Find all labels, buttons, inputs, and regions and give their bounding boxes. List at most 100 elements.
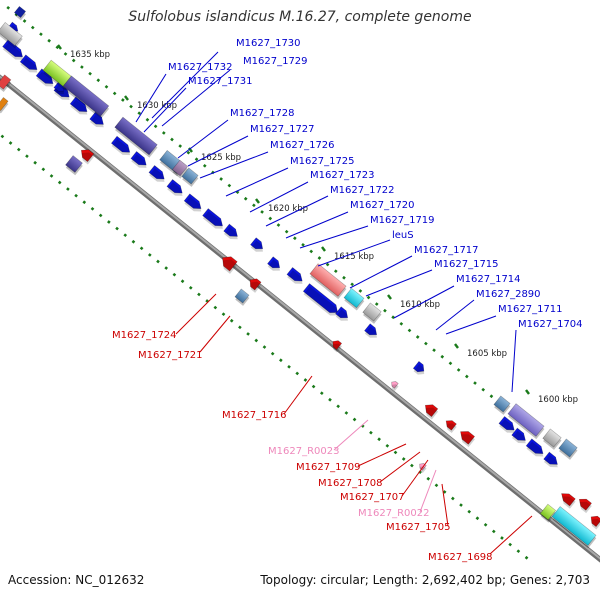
forward-label-leader [143,87,187,133]
kbp-tick-label: 1610 kbp [400,300,440,310]
reverse-label-leader [441,483,449,527]
kbp-major-tick [454,343,459,349]
forward-gene-arrow [364,323,378,338]
reverse-label-leader [283,375,313,415]
feature-block-lime [539,503,557,523]
topology-summary: Topology: circular; Length: 2,692,402 bp… [260,573,590,587]
gene-label-reverse[interactable]: M1627_1705 [386,522,451,533]
leader-layer [135,51,533,555]
feature-block-purple [62,75,110,119]
gene-label-reverse[interactable]: M1627_1716 [222,410,287,421]
feature-block-cyan [551,506,597,549]
reverse-label-leader [357,443,407,467]
reverse-label-leader [175,293,217,335]
feature-block-gray [362,302,382,324]
gene-label-forward[interactable]: M1627_1730 [236,38,301,49]
kbp-tick-label: 1630 kbp [137,101,177,111]
map-title: Sulfolobus islandicus M.16.27, complete … [128,9,472,25]
forward-label-leader [187,135,249,167]
forward-label-leader [365,269,433,297]
gene-label-reverse[interactable]: M1627_R0023 [268,446,339,457]
gene-label-forward[interactable]: leuS [392,230,414,241]
gene-label-forward[interactable]: M1627_1732 [168,62,233,73]
upper-tick-track [6,6,494,399]
gene-label-forward[interactable]: M1627_1715 [434,259,499,270]
forward-gene-arrow [19,54,38,73]
forward-label-leader [135,73,167,123]
gene-label-forward[interactable]: M1627_1723 [310,170,375,181]
gene-label-forward[interactable]: M1627_1717 [414,245,479,256]
kbp-major-tick [387,294,392,300]
gene-label-reverse[interactable]: M1627_1721 [138,350,203,361]
gene-label-forward[interactable]: M1627_1714 [456,274,521,285]
forward-label-leader [435,299,475,331]
forward-gene-arrow [148,165,165,182]
gene-label-forward[interactable]: M1627_1722 [330,185,395,196]
kbp-tick-label: 1605 kbp [467,349,507,359]
gene-label-forward[interactable]: M1627_1731 [188,76,253,87]
gene-label-reverse[interactable]: M1627_1708 [318,478,383,489]
kbp-tick-label: 1615 kbp [334,252,374,262]
feature-block-purple [114,116,158,158]
forward-label-leader [225,167,289,197]
reverse-label-leader [333,419,369,451]
forward-label-leader [265,195,329,227]
reverse-label-leader [401,459,429,497]
reverse-label-leader [419,469,437,513]
feature-block-steel [493,395,511,415]
gene-label-forward[interactable]: M1627_1726 [270,140,335,151]
kbp-tick-label: 1635 kbp [70,50,110,60]
gene-label-forward[interactable]: M1627_1720 [350,200,415,211]
forward-label-leader [161,69,231,127]
feature-block-steel [234,288,250,306]
kbp-major-tick [57,44,62,50]
reverse-gene-arrow [445,420,457,434]
forward-label-leader [393,285,455,319]
reverse-label-leader [379,451,421,483]
forward-label-leader [511,329,517,393]
gene-label-reverse[interactable]: M1627_R0022 [358,508,429,519]
gene-label-reverse[interactable]: M1627_1698 [428,552,493,563]
gene-label-forward[interactable]: M1627_1719 [370,215,435,226]
kbp-major-tick [525,389,530,395]
forward-label-leader [349,255,413,289]
feature-block-lightpurple [507,403,545,440]
forward-label-leader [285,211,349,239]
reverse-gene-arrow [578,498,592,514]
gene-label-forward[interactable]: M1627_1711 [498,304,563,315]
forward-gene-arrow [223,223,238,240]
kbp-tick-label: 1600 kbp [538,395,578,405]
feature-block-steel [181,167,199,187]
feature-block-orange [0,97,9,114]
feature-block-navy [13,5,27,21]
gene-label-reverse[interactable]: M1627_1707 [340,492,405,503]
gene-label-reverse[interactable]: M1627_1709 [296,462,361,473]
gene-label-forward[interactable]: M1627_1727 [250,124,315,135]
feature-block-cyan [343,287,365,311]
feature-block-gray [542,428,562,450]
forward-label-leader [317,239,391,267]
forward-gene-arrow [183,193,202,212]
forward-label-leader [299,225,369,249]
forward-gene-arrow [166,179,183,196]
accession-text: Accession: NC_012632 [8,573,145,587]
gene-label-forward[interactable]: M1627_1704 [518,319,583,330]
gene-label-forward[interactable]: M1627_2890 [476,289,541,300]
feature-block-mauve [171,159,189,179]
forward-label-leader [249,181,309,213]
kbp-major-tick [321,246,326,252]
forward-label-leader [445,315,497,335]
kbp-major-tick [255,198,260,204]
gene-label-forward[interactable]: M1627_1728 [230,108,295,119]
forward-gene-arrow [412,360,425,375]
reverse-gene-arrow [590,515,600,530]
gene-label-reverse[interactable]: M1627_1724 [112,330,177,341]
gene-label-forward[interactable]: M1627_1725 [290,156,355,167]
feature-block-gray [0,22,23,49]
gene-label-forward[interactable]: M1627_1729 [243,56,308,67]
forward-label-leader [199,151,269,179]
kbp-tick-label: 1625 kbp [201,153,241,163]
genome-backbone [0,74,600,563]
